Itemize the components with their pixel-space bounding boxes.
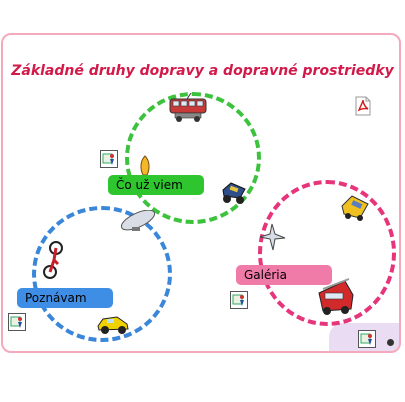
tram-icon [169, 93, 207, 122]
page-title: Základné druhy dopravy a dopravné prostr… [11, 63, 394, 79]
section-button-poznavam[interactable]: Poznávam [17, 288, 113, 308]
taxi-car-icon [97, 316, 129, 334]
section-circle-co-uz-viem [125, 92, 261, 224]
pdf-document-icon[interactable] [354, 96, 372, 116]
teacher-guide-icon[interactable] [230, 291, 248, 309]
bicycle-icon [43, 241, 63, 279]
teacher-guide-icon[interactable] [100, 150, 118, 168]
section-button-galeria[interactable]: Galéria [236, 265, 332, 285]
section-circle-galeria [258, 180, 396, 326]
teacher-guide-icon[interactable] [8, 313, 26, 331]
teacher-guide-icon[interactable] [358, 330, 376, 348]
fire-truck-icon [318, 278, 354, 315]
status-indicator [387, 339, 394, 346]
section-button-co-uz-viem[interactable]: Čo už viem [108, 175, 204, 195]
airplane-icon [259, 223, 286, 251]
section-circle-poznavam [32, 206, 172, 342]
jeep-icon [222, 182, 246, 204]
bus-icon [341, 195, 369, 221]
airship-icon [120, 210, 156, 231]
